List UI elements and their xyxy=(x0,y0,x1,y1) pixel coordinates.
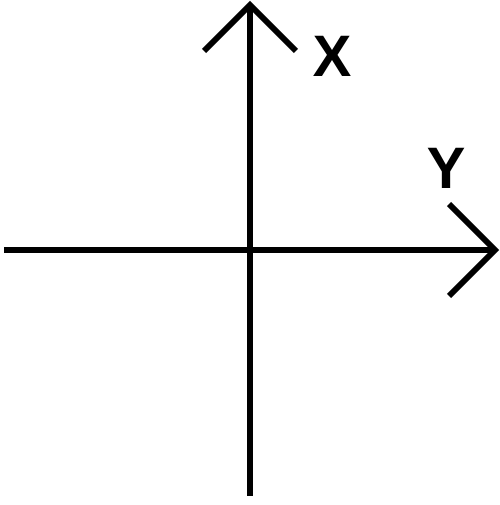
vertical-axis-arrowhead xyxy=(201,0,299,54)
horizontal-axis-label: Y xyxy=(427,136,466,201)
horizontal-axis-arrowhead xyxy=(446,201,500,299)
vertical-axis-label: X xyxy=(313,24,352,89)
